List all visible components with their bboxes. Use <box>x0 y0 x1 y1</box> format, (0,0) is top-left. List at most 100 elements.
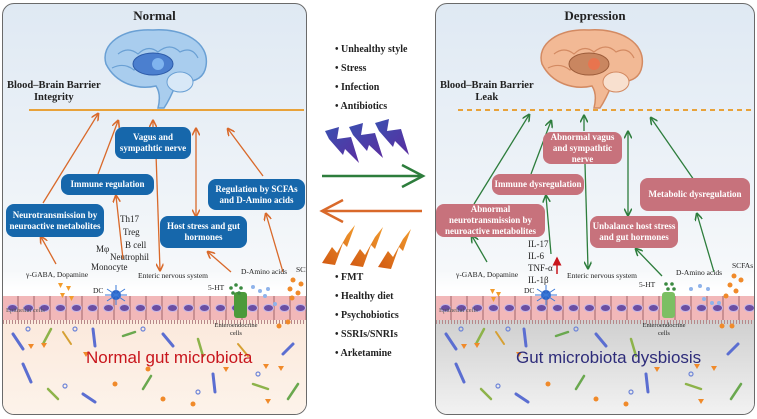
normal-panel: Normal Blood–Brain Barrier Integrity <box>2 3 307 415</box>
abnormal-neurotransmission-box: Abnormal neurotransmission by neuroactiv… <box>436 204 545 237</box>
immune-cell-th17: Th17 <box>120 214 139 224</box>
cell-nucleus <box>744 304 754 312</box>
dc-label: DC <box>524 286 535 295</box>
risk-factor-label: Unhealthy style <box>341 44 408 55</box>
arrow-gaba-neuro <box>41 237 57 265</box>
enteric-nervous-system-label: Enteric nervous system <box>567 271 637 280</box>
brain-icon <box>540 29 644 109</box>
lightning-icon <box>375 119 409 155</box>
risk-factor-label: Antibiotics <box>340 101 388 112</box>
gaba-dopamine-label: γ-GABA, Dopamine <box>26 270 89 279</box>
treatment-label: SSRIs/SNRIs <box>341 329 398 340</box>
microvilli <box>3 320 306 324</box>
arrow-5ht-host <box>208 252 232 273</box>
arrow-vagus-ens <box>585 163 588 268</box>
enteroendocrine-cells-label: Enteroendocrine cells <box>642 322 686 337</box>
cell-nucleus <box>7 304 18 312</box>
cell-nucleus <box>295 304 306 312</box>
cytokine-il6: IL-6 <box>528 251 544 261</box>
treatment-label: Psychobiotics <box>341 310 399 321</box>
risk-factor-item: • Infection <box>335 82 379 93</box>
brain-icon <box>104 29 208 109</box>
cell-nucleus <box>440 304 451 312</box>
epithelial-cells-label: Epithelial cells <box>439 307 478 314</box>
cell-nucleus <box>472 304 483 312</box>
depression-panel: Depression Blood–Brain Barrier Leak <box>435 3 755 415</box>
cell-nucleus <box>151 304 162 312</box>
serotonin-granules <box>229 283 243 295</box>
cell-nucleus <box>183 304 194 312</box>
risk-factor-item: • Unhealthy style <box>335 44 407 55</box>
metabolic-dysregulation-box: Metabolic dysregulation <box>640 178 750 211</box>
arrow-immunecells-immune <box>116 196 124 260</box>
dc-label: DC <box>93 286 104 295</box>
blue-lightning-icons <box>325 119 409 163</box>
arrow-5ht-host <box>636 249 663 277</box>
cell-nucleus <box>55 304 66 312</box>
panel-title: Depression <box>564 8 626 23</box>
immune-regulation-box: Immune regulation <box>61 174 154 195</box>
normal-gut-microbiota-title: Normal gut microbiota <box>86 348 253 367</box>
cell-nucleus <box>231 304 242 312</box>
cell-nucleus <box>648 304 659 312</box>
cell-nucleus <box>23 304 34 312</box>
bbb-label-line2: Leak <box>475 92 499 103</box>
bbb-label-line2: Integrity <box>33 92 74 103</box>
cell-nucleus <box>696 304 707 312</box>
cell-nucleus <box>552 304 563 312</box>
middle-panel: • Unhealthy style • Stress • Infection •… <box>307 3 434 413</box>
lightning-icon <box>350 227 383 267</box>
enteric-nervous-system-label: Enteric nervous system <box>138 271 208 280</box>
bullet: • <box>335 44 339 55</box>
cell-nucleus <box>135 304 146 312</box>
5ht-label: 5-HT <box>639 280 656 289</box>
immune-cell-mphi: Mφ <box>96 244 110 254</box>
scfa-regulation-box: Regulation by SCFAs and D-Amino acids <box>208 179 305 210</box>
cytokine-tnfa: TNF-α <box>528 263 553 273</box>
arrow-gaba-neuro <box>472 236 488 263</box>
bbb-label: Blood–Brain Barrier Leak <box>440 80 534 104</box>
lightning-icon <box>325 127 359 163</box>
cell-nucleus <box>616 304 627 312</box>
cytokine-il17: IL-17 <box>528 239 549 249</box>
bullet: • <box>335 291 339 302</box>
bullet: • <box>335 82 339 93</box>
lightning-icon <box>322 225 355 265</box>
enteroendocrine-cells-label: Enteroendocrine cells <box>214 322 258 337</box>
epithelial-cells-label: Epithelial cells <box>6 307 45 314</box>
immune-dysregulation-box: Immune dysregulation <box>492 174 584 195</box>
bullet: • <box>335 101 339 112</box>
cell-nucleus <box>728 304 739 312</box>
cell-nucleus <box>664 304 675 312</box>
cell-nucleus <box>71 304 82 312</box>
unbalance-host-stress-box: Unbalance host stress and gut hormones <box>590 216 678 248</box>
cell-nucleus <box>215 304 226 312</box>
bbb-integrity-line <box>29 109 304 111</box>
gut-dysbiosis-title: Gut microbiota dysbiosis <box>516 348 702 367</box>
arrow-vagus-ens <box>155 153 160 270</box>
risk-factor-item: • Antibiotics <box>335 101 387 112</box>
microvilli <box>436 320 754 324</box>
immune-cell-treg: Treg <box>123 227 140 237</box>
treatment-item: • Arketamine <box>335 348 392 359</box>
vagus-nerve-box: Vagus and sympathtic nerve <box>115 127 191 159</box>
epithelial-layer <box>436 296 754 320</box>
orange-lightning-icons <box>322 225 411 269</box>
bbb-label-line1: Blood–Brain Barrier <box>7 80 101 91</box>
arrow-scfa-regulation <box>266 214 284 273</box>
gaba-dopamine-label: γ-GABA, Dopamine <box>456 270 519 279</box>
risk-factor-label: Stress <box>341 63 367 74</box>
lightning-icon <box>349 123 383 158</box>
arrow-metabolic-bbb <box>651 118 695 181</box>
immune-cell-monocyte: Monocyte <box>91 262 128 272</box>
bbb-leak-line <box>458 109 752 111</box>
epithelial-layer <box>3 296 306 320</box>
bullet: • <box>335 348 339 359</box>
arrow-scfa-bbb <box>228 129 264 177</box>
treatment-item: • Healthy diet <box>335 291 394 302</box>
treatment-item: • SSRIs/SNRIs <box>335 329 398 340</box>
cell-nucleus <box>712 304 723 312</box>
bullet: • <box>335 272 339 283</box>
d-amino-acids-label: D-Amino acids <box>241 267 288 276</box>
bbb-label: Blood–Brain Barrier Integrity <box>7 80 101 104</box>
